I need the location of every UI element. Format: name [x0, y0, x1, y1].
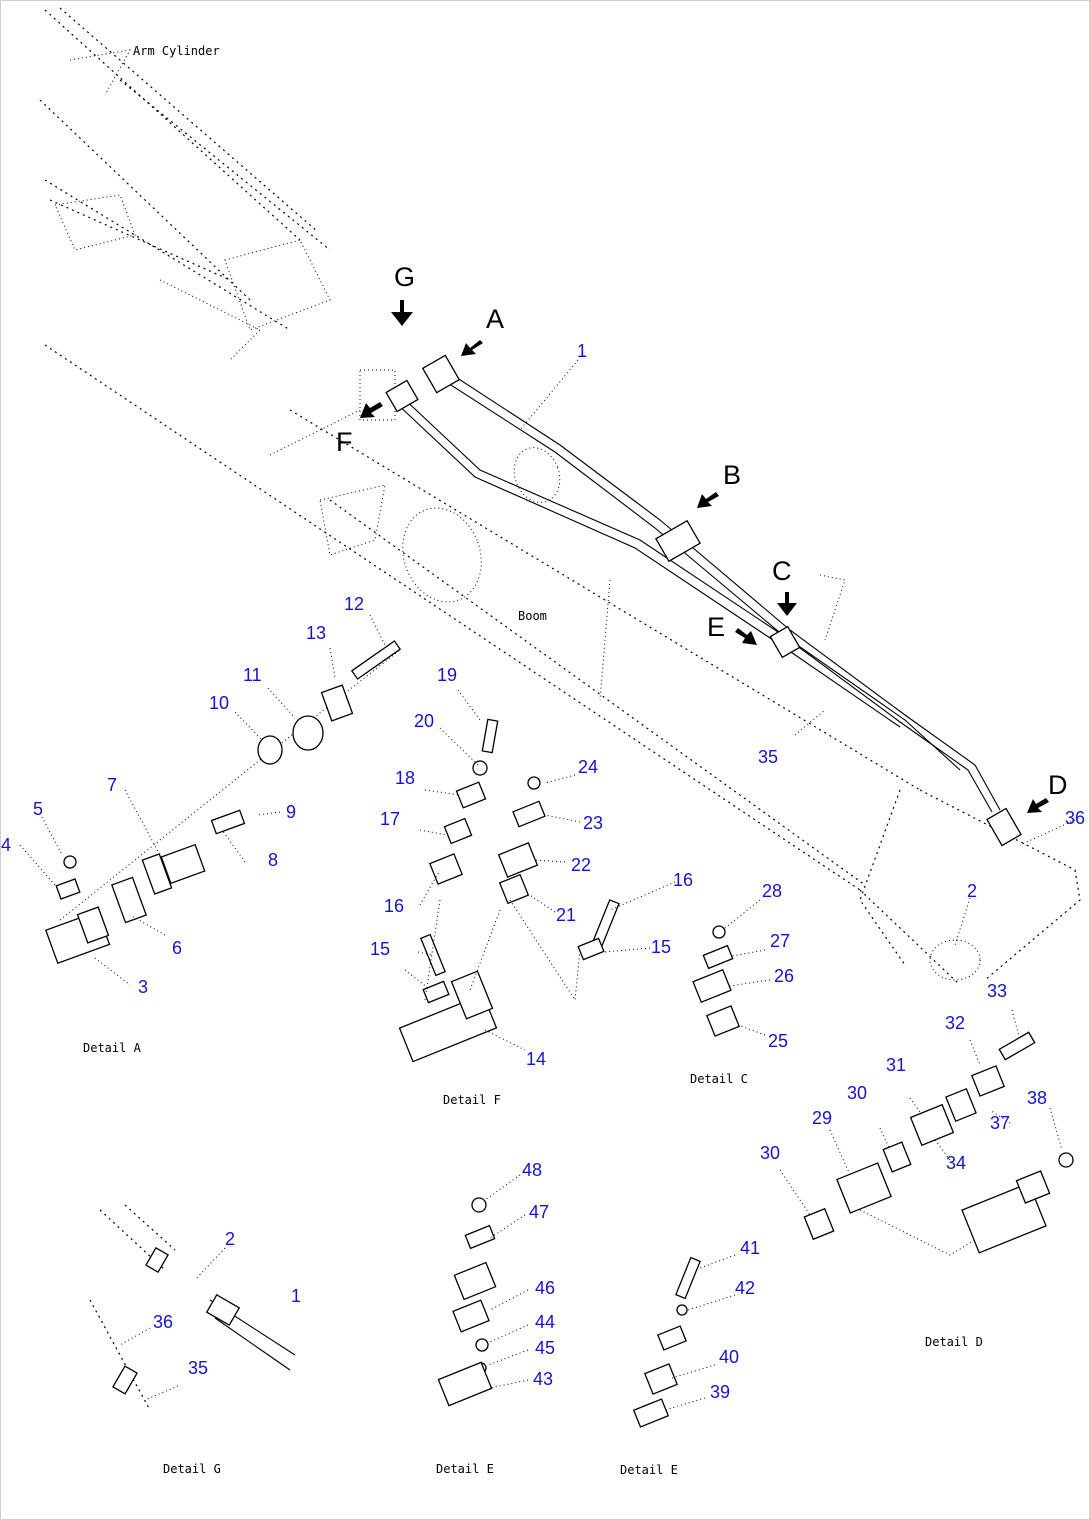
callout-31: 31 [886, 1055, 906, 1075]
callout-35-g: 35 [188, 1358, 208, 1378]
callout-36: 36 [1065, 808, 1085, 828]
callout-29: 29 [812, 1108, 832, 1128]
callout-20: 20 [414, 711, 434, 731]
letter-f: F [336, 427, 353, 457]
callout-1: 1 [577, 341, 587, 361]
callout-37: 37 [990, 1113, 1010, 1133]
letter-e: E [707, 612, 725, 642]
callout-19: 19 [437, 665, 457, 685]
callout-39: 39 [710, 1382, 730, 1402]
detail-c-parts [692, 899, 771, 1037]
captions: Arm Cylinder Boom Detail A Detail F Deta… [83, 44, 983, 1477]
callout-33: 33 [987, 981, 1007, 1001]
callout-43: 43 [533, 1369, 553, 1389]
callout-11: 11 [243, 665, 262, 685]
detail-c-caption: Detail C [690, 1072, 748, 1086]
detail-g-caption: Detail G [163, 1462, 221, 1476]
callout-7: 7 [107, 775, 117, 795]
callout-12: 12 [344, 594, 364, 614]
callout-13: 13 [306, 623, 326, 643]
callout-3: 3 [138, 977, 148, 997]
callout-1-g: 1 [291, 1286, 301, 1306]
callout-27: 27 [770, 931, 790, 951]
callout-28: 28 [762, 881, 782, 901]
callout-8: 8 [268, 850, 278, 870]
main-clamps [385, 354, 1022, 847]
callout-44: 44 [535, 1312, 555, 1332]
callout-42: 42 [735, 1278, 755, 1298]
detail-a-parts [19, 614, 402, 986]
callout-4: 4 [1, 835, 11, 855]
detail-f-caption: Detail F [443, 1093, 501, 1107]
detail-arrows [360, 300, 1049, 813]
callout-22: 22 [571, 855, 591, 875]
callout-41: 41 [740, 1238, 760, 1258]
boom-label: Boom [518, 609, 547, 623]
callout-35: 35 [758, 747, 778, 767]
callout-6: 6 [172, 938, 182, 958]
callout-15a: 15 [370, 939, 390, 959]
main-leaders [519, 359, 1076, 946]
detail-e-parts [437, 1174, 529, 1407]
callout-17: 17 [380, 809, 400, 829]
detail-g-parts [89, 1204, 296, 1411]
callout-38: 38 [1027, 1088, 1047, 1108]
callout-24: 24 [578, 757, 598, 777]
callout-numbers: 1 35 36 2 12 13 11 10 7 5 9 4 8 6 3 19 2… [1, 341, 1085, 1402]
callout-15b: 15 [651, 937, 671, 957]
detail-e-lower-parts [632, 1254, 736, 1428]
detail-e-lower-caption: Detail E [620, 1463, 678, 1477]
callout-23: 23 [583, 813, 603, 833]
callout-2-g: 2 [225, 1229, 235, 1249]
detail-e-caption: Detail E [436, 1462, 494, 1476]
letter-b: B [723, 460, 741, 490]
letter-g: G [394, 262, 415, 292]
letter-c: C [772, 556, 792, 586]
callout-14: 14 [526, 1049, 546, 1069]
detail-f-parts [398, 689, 676, 1063]
callout-30b: 30 [760, 1143, 780, 1163]
callout-18: 18 [395, 768, 415, 788]
callout-36-g: 36 [153, 1312, 173, 1332]
letter-a: A [486, 304, 504, 334]
callout-10: 10 [209, 693, 229, 713]
detail-letters: G A F B C E D [336, 262, 1068, 800]
callout-21: 21 [556, 905, 576, 925]
boom-drawing [44, 344, 1081, 986]
callout-30a: 30 [847, 1083, 867, 1103]
arm-cylinder-label: Arm Cylinder [133, 44, 220, 58]
callout-25: 25 [768, 1031, 788, 1051]
callout-34: 34 [946, 1153, 966, 1173]
callout-45: 45 [535, 1338, 555, 1358]
detail-d-caption: Detail D [925, 1335, 983, 1349]
callout-2: 2 [967, 881, 977, 901]
callout-47: 47 [529, 1202, 549, 1222]
callout-32: 32 [945, 1013, 965, 1033]
callout-26: 26 [774, 966, 794, 986]
callout-46: 46 [535, 1278, 555, 1298]
callout-9: 9 [286, 802, 296, 822]
callout-16b: 16 [673, 870, 693, 890]
detail-d-parts [779, 1009, 1074, 1256]
letter-d: D [1048, 770, 1068, 800]
callout-40: 40 [719, 1347, 739, 1367]
callout-48: 48 [522, 1160, 542, 1180]
detail-a-caption: Detail A [83, 1041, 142, 1055]
arm-cylinder-drawing [39, 7, 331, 361]
callout-5: 5 [33, 799, 43, 819]
callout-16a: 16 [384, 896, 404, 916]
